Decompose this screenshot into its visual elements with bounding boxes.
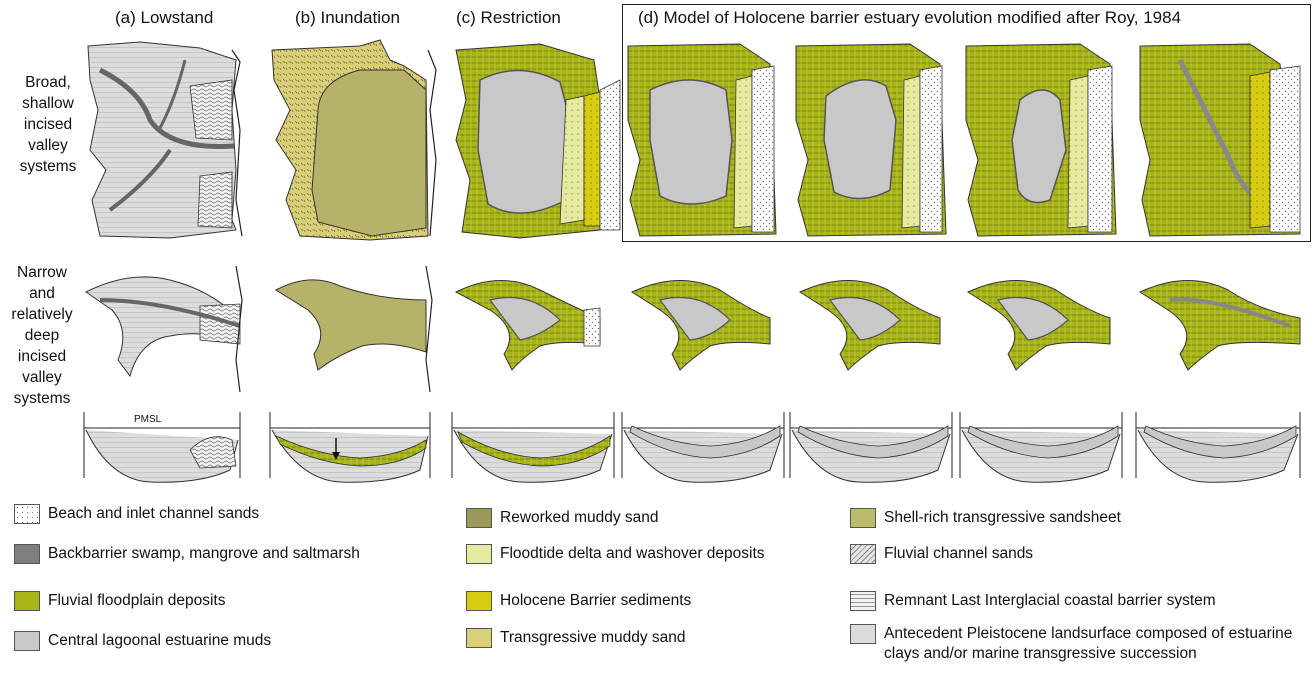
legend-swatch [14, 504, 40, 524]
section-model-2 [790, 412, 952, 482]
legend-label: Backbarrier swamp, mangrove and saltmars… [48, 544, 360, 564]
diagram-artwork [0, 0, 1315, 500]
legend-item: Floodtide delta and washover deposits [466, 544, 765, 564]
map-model-narrow-3 [968, 280, 1110, 370]
map-model-broad-1 [628, 44, 776, 236]
legend-item: Transgressive muddy sand [466, 628, 686, 648]
section-model-4 [1136, 412, 1300, 482]
legend-item: Remnant Last Interglacial coastal barrie… [850, 591, 1216, 611]
legend-swatch [466, 508, 492, 528]
legend-label: Holocene Barrier sediments [500, 591, 691, 611]
legend-label: Central lagoonal estuarine muds [48, 631, 271, 651]
legend-item: Reworked muddy sand [466, 508, 659, 528]
legend-label: Shell-rich transgressive sandsheet [884, 508, 1121, 528]
legend-swatch [850, 591, 876, 611]
legend-label: Fluvial channel sands [884, 544, 1033, 564]
map-lowstand-broad [88, 42, 242, 238]
map-model-narrow-1 [632, 280, 770, 370]
map-restriction-broad [456, 44, 620, 238]
legend-swatch [850, 508, 876, 528]
legend-label: Antecedent Pleistocene landsurface compo… [884, 624, 1294, 664]
map-model-narrow-4 [1140, 280, 1300, 370]
legend-swatch [14, 544, 40, 564]
legend-swatch [466, 591, 492, 611]
legend-swatch [466, 628, 492, 648]
legend-label: Reworked muddy sand [500, 508, 659, 528]
legend-item: Holocene Barrier sediments [466, 591, 691, 611]
legend-swatch [850, 544, 876, 564]
map-lowstand-narrow [86, 266, 242, 392]
map-model-broad-4 [1140, 44, 1300, 236]
legend-label: Floodtide delta and washover deposits [500, 544, 765, 564]
legend-label: Remnant Last Interglacial coastal barrie… [884, 591, 1216, 611]
legend-item: Central lagoonal estuarine muds [14, 631, 271, 651]
legend-item: Beach and inlet channel sands [14, 504, 259, 524]
legend-label: Fluvial floodplain deposits [48, 591, 226, 611]
legend-swatch [14, 631, 40, 651]
section-lowstand [84, 412, 240, 482]
map-inundation-narrow [276, 266, 432, 392]
map-inundation-broad [272, 40, 436, 240]
section-model-3 [960, 412, 1122, 482]
map-model-broad-3 [966, 44, 1116, 236]
map-restriction-narrow [456, 280, 600, 370]
legend-swatch [850, 624, 876, 644]
legend-swatch [14, 591, 40, 611]
pmsl-label: PMSL [134, 414, 161, 425]
legend-label: Beach and inlet channel sands [48, 504, 259, 524]
legend-item: Backbarrier swamp, mangrove and saltmars… [14, 544, 360, 564]
map-model-narrow-2 [800, 280, 940, 370]
legend-item: Fluvial floodplain deposits [14, 591, 226, 611]
map-model-broad-2 [796, 44, 946, 236]
legend-item: Fluvial channel sands [850, 544, 1033, 564]
legend-item: Antecedent Pleistocene landsurface compo… [850, 624, 1300, 664]
legend-item: Shell-rich transgressive sandsheet [850, 508, 1121, 528]
legend-label: Transgressive muddy sand [500, 628, 686, 648]
section-model-1 [622, 412, 784, 482]
legend-swatch [466, 544, 492, 564]
section-restriction [452, 412, 614, 482]
section-inundation [270, 412, 430, 482]
